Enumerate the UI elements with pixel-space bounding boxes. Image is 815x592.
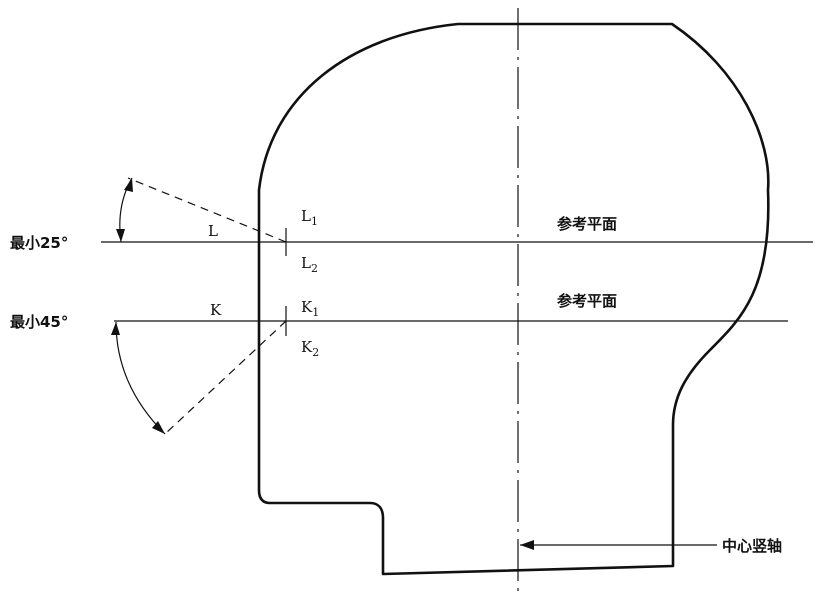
lower-angle-arrow-bottom <box>152 421 165 434</box>
upper-25-degree-dashed-line <box>127 177 287 243</box>
upper-angle-arrow-bottom <box>116 229 125 242</box>
min-25-label: 最小25° <box>10 234 68 252</box>
l1-label: L1 <box>301 207 318 228</box>
k2-sub: 2 <box>312 346 319 359</box>
reference-plane-lower-label: 参考平面 <box>557 292 617 310</box>
k1-sub: 1 <box>312 306 319 319</box>
reference-plane-upper-label: 参考平面 <box>557 215 617 233</box>
k-label: K <box>210 301 222 319</box>
min-45-label: 最小45° <box>10 313 68 331</box>
l2-main: L <box>301 254 311 272</box>
center-vertical-axis-label: 中心竖轴 <box>722 537 782 555</box>
head-outline <box>257 22 770 576</box>
k2-main: K <box>301 338 313 356</box>
k1-main: K <box>301 298 313 316</box>
lower-45-degree-dashed-line <box>164 320 287 435</box>
center-axis-leader-arrow <box>520 540 534 550</box>
upper-angle-arrow-top <box>124 178 133 192</box>
k2-label: K2 <box>301 338 319 359</box>
k1-label: K1 <box>301 298 319 319</box>
l2-sub: 2 <box>311 262 318 275</box>
lower-angle-arrow-top <box>111 322 120 335</box>
l2-label: L2 <box>301 254 318 275</box>
l-label: L <box>208 222 218 240</box>
l1-sub: 1 <box>311 215 318 228</box>
l1-main: L <box>301 207 311 225</box>
lower-angle-arc <box>115 321 166 435</box>
